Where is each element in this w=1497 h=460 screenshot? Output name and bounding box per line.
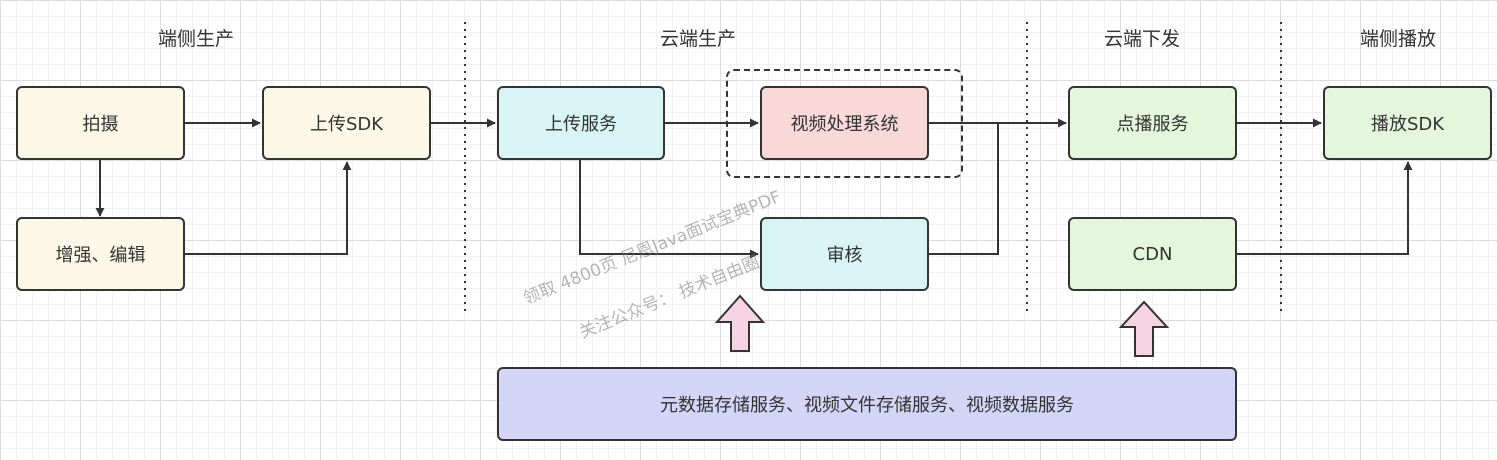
arrow-enhance-to-upload-sdk [185,161,352,255]
node-upload-service[interactable]: 上传服务 [497,86,665,160]
section-title-cloud-production: 云端生产 [659,28,737,50]
section-title-cloud-delivery: 云端下发 [1103,28,1181,50]
section-title-client-playback: 端侧播放 [1359,28,1437,50]
node-player-sdk-label: 播放SDK [1370,114,1445,135]
node-vod-service-label: 点播服务 [1116,114,1189,135]
node-video-processing[interactable]: 视频处理系统 [760,86,929,160]
node-upload-service-label: 上传服务 [545,114,617,135]
section-title-client-production: 端侧生产 [157,28,235,50]
arrow-cdn-to-player-sdk [1237,161,1413,255]
node-video-processing-label: 视频处理系统 [790,114,899,135]
processing-group-frame [726,69,963,178]
node-enhance-edit[interactable]: 增强、编辑 [16,217,185,291]
node-cdn[interactable]: CDN [1068,217,1237,291]
node-review-label: 审核 [826,245,863,266]
arrow-upload-service-to-review [579,160,759,259]
node-capture[interactable]: 拍摄 [16,86,185,160]
up-arrow-to-cdn [1118,300,1170,357]
node-upload-sdk-label: 上传SDK [309,114,384,135]
node-storage-services[interactable]: 元数据存储服务、视频文件存储服务、视频数据服务 [497,367,1237,441]
node-enhance-edit-label: 增强、编辑 [55,245,146,266]
node-vod-service[interactable]: 点播服务 [1068,86,1237,160]
up-arrow-to-review [714,294,766,352]
node-review[interactable]: 审核 [760,217,929,291]
node-capture-label: 拍摄 [82,114,119,135]
node-storage-services-label: 元数据存储服务、视频文件存储服务、视频数据服务 [660,395,1074,416]
line-review-to-vod [929,123,999,255]
node-player-sdk[interactable]: 播放SDK [1323,86,1492,160]
node-cdn-label: CDN [1132,243,1173,265]
node-upload-sdk[interactable]: 上传SDK [262,86,431,160]
